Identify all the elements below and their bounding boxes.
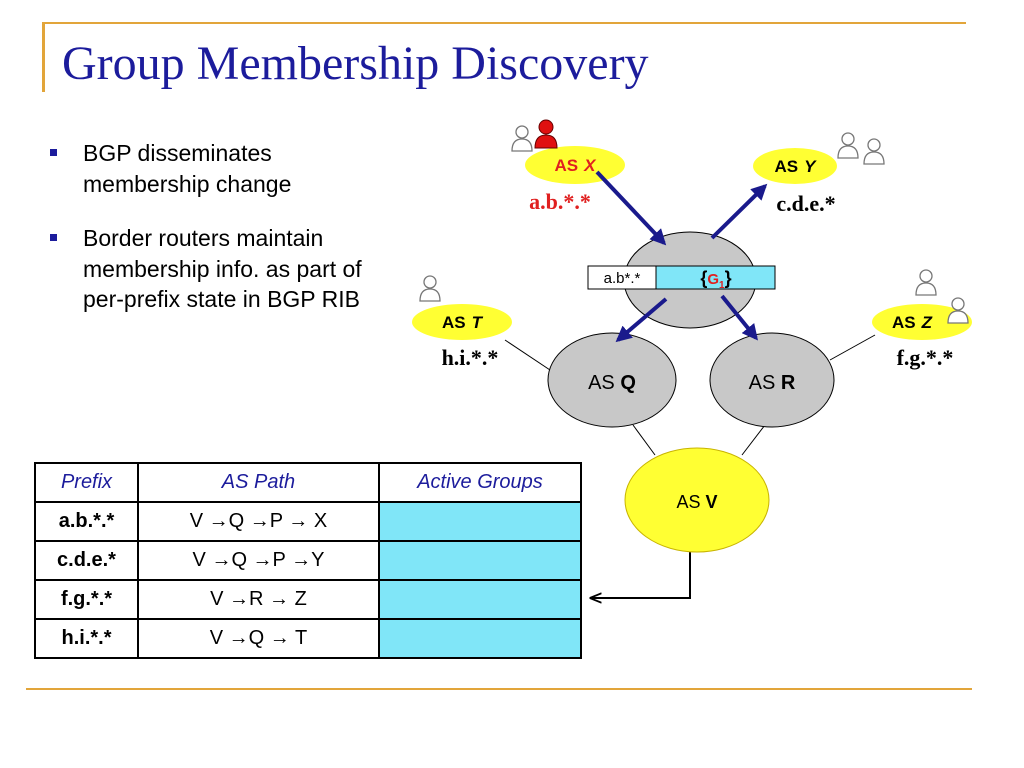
cell-active-groups: [378, 618, 582, 659]
bullet-list: BGP disseminates membership change Borde…: [50, 138, 390, 339]
table-row: f.g.*.* V →R → Z: [34, 579, 582, 620]
bullet-square-icon: [50, 149, 57, 156]
header-as-path: AS Path: [137, 462, 380, 503]
bullet-item: Border routers maintain membership info.…: [50, 223, 390, 315]
accent-line-top: [42, 22, 966, 24]
arrow-p-to-q: [615, 297, 668, 343]
cell-active-groups: [378, 501, 582, 542]
cell-prefix: a.b.*.*: [34, 501, 139, 542]
accent-line-bottom: [26, 688, 972, 690]
as-r-label: AS R: [749, 372, 796, 394]
cell-as-path: V →Q →P →Y: [137, 540, 380, 581]
accent-line-vertical: [42, 22, 45, 92]
state-prefix-text: a.b*.*: [604, 270, 641, 287]
bullet-text: Border routers maintain membership info.…: [83, 225, 362, 313]
table-row: c.d.e.* V →Q →P →Y: [34, 540, 582, 581]
active-user-icon: [534, 119, 558, 149]
bullet-square-icon: [50, 234, 57, 242]
as-v-label: AS V: [676, 492, 717, 512]
link-r-v: [741, 424, 766, 456]
cell-as-path: V →R → Z: [137, 579, 380, 620]
as-q-label: AS Q: [588, 372, 636, 394]
state-group-box: [655, 265, 776, 290]
state-group-text: {G1}: [700, 268, 731, 291]
header-active-groups: Active Groups: [378, 462, 582, 503]
as-z-address: f.g.*.*: [897, 345, 954, 370]
as-x-address: a.b.*.*: [529, 189, 591, 214]
arrow-x-to-p: [595, 170, 667, 246]
arrow-p-to-r: [720, 294, 759, 341]
user-icon: [947, 297, 969, 324]
link-t-q: [504, 339, 551, 371]
user-icon: [837, 132, 859, 159]
bgp-rib-table: Prefix AS Path Active Groups a.b.*.* V →…: [34, 462, 582, 659]
page-title: Group Membership Discovery: [62, 37, 649, 90]
table-row: h.i.*.* V →Q → T: [34, 618, 582, 659]
table-row: a.b.*.* V →Q →P → X: [34, 501, 582, 542]
as-z-node: [872, 304, 972, 340]
cell-as-path: V →Q →P → X: [137, 501, 380, 542]
cell-active-groups: [378, 579, 582, 620]
user-icon: [915, 269, 937, 296]
arrow-p-to-y: [710, 183, 768, 240]
as-t-address: h.i.*.*: [442, 345, 499, 370]
cell-prefix: c.d.e.*: [34, 540, 139, 581]
bullet-text: BGP disseminates membership change: [83, 140, 292, 197]
bullet-item: BGP disseminates membership change: [50, 138, 390, 199]
cell-prefix: h.i.*.*: [34, 618, 139, 659]
link-q-v: [632, 424, 656, 456]
header-prefix: Prefix: [34, 462, 139, 503]
user-icon: [863, 138, 885, 165]
link-z-r: [829, 334, 876, 361]
as-y-node: [753, 148, 837, 184]
cell-prefix: f.g.*.*: [34, 579, 139, 620]
user-icon: [419, 275, 441, 302]
cell-as-path: V →Q → T: [137, 618, 380, 659]
user-icon: [511, 125, 533, 152]
as-q-node: [547, 332, 677, 428]
as-y-address: c.d.e.*: [776, 191, 835, 216]
as-t-node: [412, 304, 512, 340]
table-header-row: Prefix AS Path Active Groups: [34, 462, 582, 503]
pointer-to-table: [592, 550, 691, 598]
as-r-node: [709, 332, 835, 428]
cell-active-groups: [378, 540, 582, 581]
as-v-node: [624, 447, 770, 553]
